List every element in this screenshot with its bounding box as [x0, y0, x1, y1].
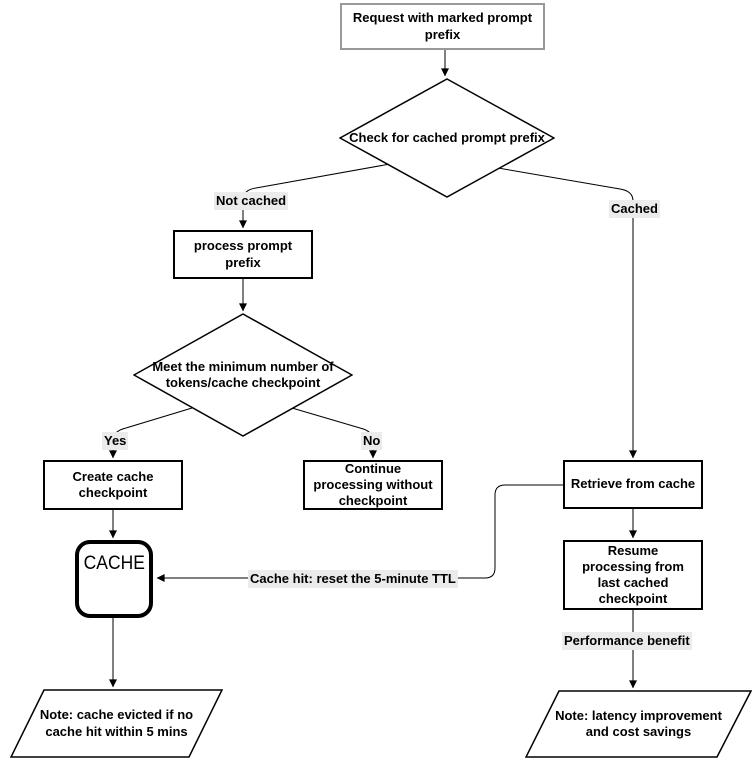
note-latency-improvement: Note: latency improvement and cost savin…: [525, 690, 752, 758]
node-retrieve-from-cache: Retrieve from cache: [563, 460, 703, 509]
decision-check-cached-label: Check for cached prompt prefix: [349, 129, 545, 145]
node-process-prompt-prefix: process prompt prefix: [173, 230, 313, 279]
note-latency-improvement-label: Note: latency improvement and cost savin…: [555, 707, 722, 739]
node-cache: CACHE: [75, 540, 153, 618]
diamond-shape: [133, 313, 353, 437]
node-continue-processing: Continue processing without checkpoint: [303, 460, 443, 510]
edge-label-no: No: [361, 432, 383, 450]
diamond-shape: [339, 78, 555, 198]
edge-label-cached: Cached: [609, 200, 660, 218]
edge-label-cache-hit: Cache hit: reset the 5-minute TTL: [248, 570, 458, 588]
edge-label-performance-benefit: Performance benefit: [562, 632, 692, 650]
node-cache-label: CACHE: [83, 553, 145, 574]
node-create-cache-checkpoint: Create cache checkpoint: [43, 460, 183, 510]
note-cache-evicted: Note: cache evicted if no cache hit with…: [10, 689, 223, 758]
decision-check-cached: Check for cached prompt prefix: [339, 78, 555, 198]
edge-label-yes: Yes: [102, 432, 129, 450]
node-process-prompt-prefix-label: process prompt prefix: [193, 238, 293, 270]
node-resume-processing: Resume processing from last cached check…: [563, 540, 703, 610]
decision-min-tokens-label: Meet the minimum number of tokens/cache …: [152, 358, 334, 390]
node-request: Request with marked prompt prefix: [340, 3, 545, 50]
note-cache-evicted-label: Note: cache evicted if no cache hit with…: [39, 707, 194, 739]
node-create-cache-checkpoint-label: Create cache checkpoint: [72, 468, 154, 500]
node-request-label: Request with marked prompt prefix: [352, 10, 533, 42]
node-retrieve-from-cache-label: Retrieve from cache: [570, 476, 696, 492]
edge-retrieve-to-cache-hit: [156, 484, 563, 582]
parallelogram-shape: [525, 690, 752, 758]
decision-min-tokens: Meet the minimum number of tokens/cache …: [133, 313, 353, 437]
edge-label-not-cached: Not cached: [214, 192, 289, 210]
parallelogram-shape: [10, 689, 223, 758]
node-resume-processing-label: Resume processing from last cached check…: [582, 542, 684, 607]
node-continue-processing-label: Continue processing without checkpoint: [313, 460, 433, 509]
